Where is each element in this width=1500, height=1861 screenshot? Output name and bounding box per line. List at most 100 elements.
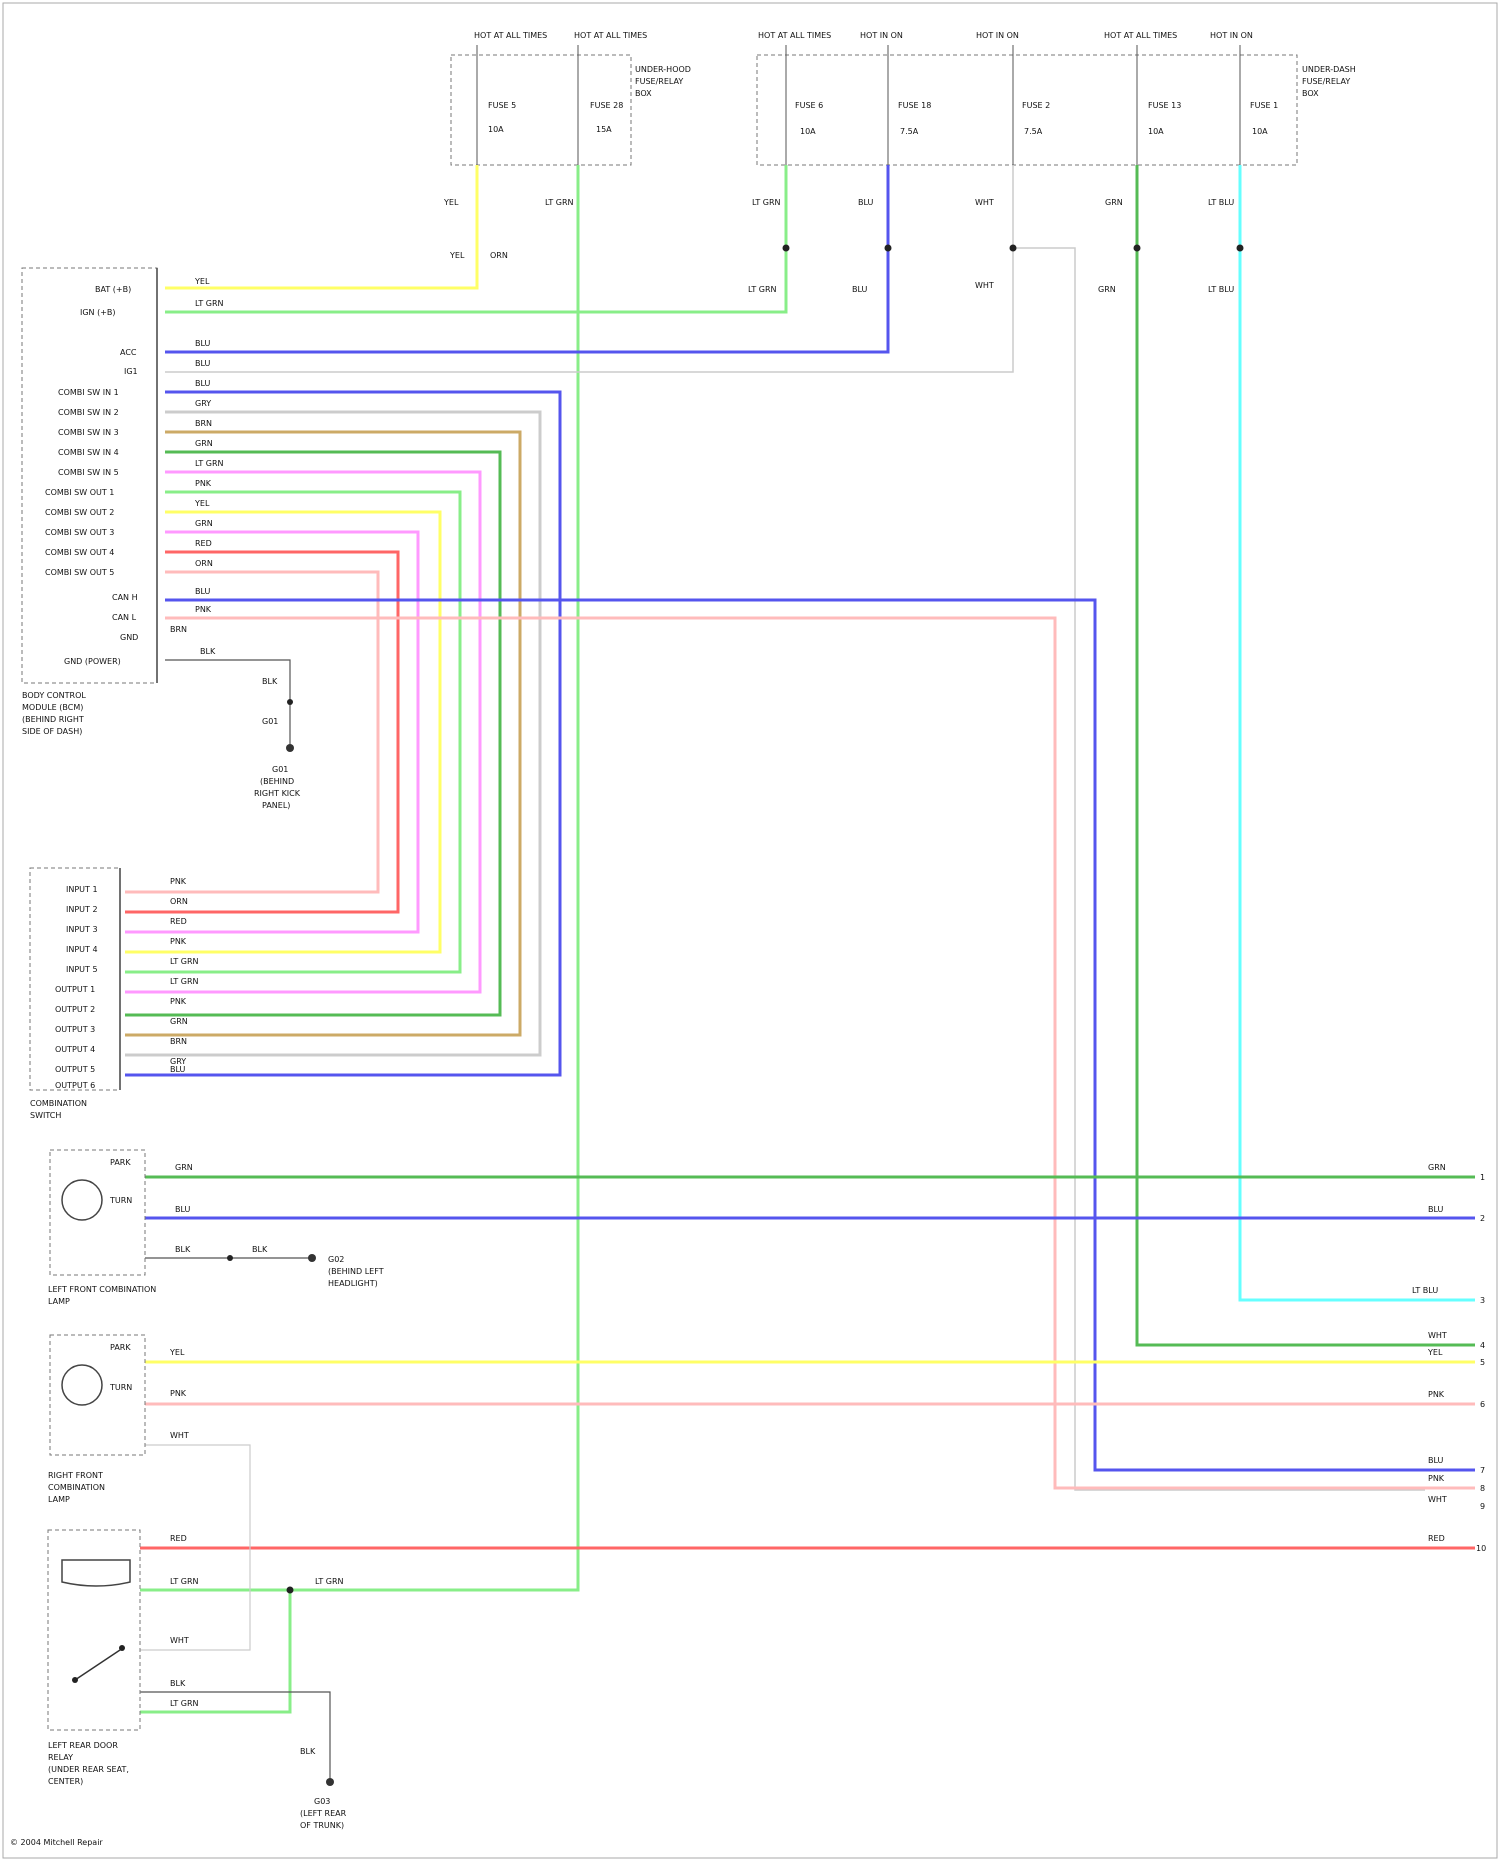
combi-label-2: SWITCH: [30, 1111, 61, 1120]
bcm-pin-4: IG1: [124, 367, 138, 376]
bcm-pin-17: GND: [120, 633, 138, 642]
relay-wire-3: WHT: [170, 1636, 189, 1645]
relay-wire-6: LT GRN: [315, 1577, 344, 1586]
relay-ground-wire: BLK: [300, 1747, 316, 1756]
fuse-box-2-label-2: FUSE/RELAY: [1302, 77, 1350, 86]
wire-white-ig1: [165, 165, 1013, 372]
relay-wire-5: LT GRN: [170, 1699, 199, 1708]
junction-label-yel: YEL: [449, 251, 465, 260]
hot-label-1: HOT AT ALL TIMES: [474, 31, 547, 40]
bcm-pin-2: IGN (+B): [80, 308, 116, 317]
fuse-label-2: FUSE 2: [1022, 101, 1050, 110]
ground-g02-label-1: G02: [328, 1255, 344, 1264]
ground-g01-wire: BLK: [262, 677, 278, 686]
combi-pin-4: INPUT 4: [66, 945, 98, 954]
ground-g01-label-1: G01: [272, 765, 288, 774]
lamp-right-label-2: COMBINATION: [48, 1483, 105, 1492]
combi-wire-11: BLU: [170, 1065, 186, 1074]
combi-outline: [30, 868, 120, 1090]
thin-wires: [140, 660, 330, 1780]
edge-label-7: BLU: [1428, 1456, 1444, 1465]
wire-label-wht: WHT: [975, 198, 994, 207]
lamp-left-bulb-icon: [62, 1180, 102, 1220]
ground-g03-label-3: OF TRUNK): [300, 1821, 344, 1830]
splice-2: [885, 245, 892, 252]
ground-g03-symbol: [326, 1778, 334, 1786]
bcm-pin-5: COMBI SW IN 1: [58, 388, 119, 397]
edge-label-3: LT BLU: [1412, 1286, 1438, 1295]
junction-label-orn: ORN: [490, 251, 508, 260]
bcm-pin-14: COMBI SW OUT 5: [45, 568, 114, 577]
edge-pin-1: 1: [1480, 1173, 1485, 1182]
bcm-wire-7: BRN: [195, 419, 212, 428]
bcm-wire-11: YEL: [194, 499, 210, 508]
edge-label-1: GRN: [1428, 1163, 1446, 1172]
relay-label-4: CENTER): [48, 1777, 83, 1786]
edge-label-5: YEL: [1427, 1348, 1443, 1357]
lamp-right-inner-2: TURN: [109, 1383, 132, 1392]
edge-label-2: BLU: [1428, 1205, 1444, 1214]
lamp-right-label-3: LAMP: [48, 1495, 70, 1504]
bcm-wire-3: BLU: [195, 339, 211, 348]
bcm-wire-14: ORN: [195, 559, 213, 568]
bcm-pin-10: COMBI SW OUT 1: [45, 488, 114, 497]
wire-label-mid-blu: BLU: [852, 285, 868, 294]
wire-label-blu: BLU: [858, 198, 874, 207]
bcm-wire-18: BLK: [200, 647, 216, 656]
splice-relay: [287, 1587, 294, 1594]
bcm-pin-18: GND (POWER): [64, 657, 121, 666]
lamp-left-label-2: LAMP: [48, 1297, 70, 1306]
combi-pin-3: INPUT 3: [66, 925, 98, 934]
bcm-pin-1: BAT (+B): [95, 285, 131, 294]
wire-combi-orange: [125, 572, 378, 892]
fuse-rating-13: 10A: [1148, 127, 1164, 136]
hot-label-6: HOT AT ALL TIMES: [1104, 31, 1177, 40]
lamp-right-wire-3: WHT: [170, 1431, 189, 1440]
wire-lightblue-fuse1: [1240, 165, 1475, 1300]
fuse-box-2-label-3: BOX: [1302, 89, 1319, 98]
fuse-box-2-outline: [757, 55, 1297, 165]
combi-wire-5: LT GRN: [170, 957, 199, 966]
wire-combi-yellow: [125, 512, 440, 952]
lamp-left-ground-wire: BLK: [252, 1245, 268, 1254]
fuse-rating-2: 7.5A: [1024, 127, 1043, 136]
fuse-label-28: FUSE 28: [590, 101, 623, 110]
fuse-rating-5: 10A: [488, 125, 504, 134]
wire-combi-pink: [125, 472, 480, 992]
wire-label-mid-ltgrn: LT GRN: [748, 285, 777, 294]
relay-contact-2: [119, 1645, 125, 1651]
top-wire-labels: YEL LT GRN LT GRN BLU WHT GRN LT BLU YEL…: [443, 198, 1234, 294]
ground-g01-symbol: [286, 744, 294, 752]
bcm-pin-12: COMBI SW OUT 3: [45, 528, 114, 537]
bcm-wire-12: GRN: [195, 519, 213, 528]
ground-g01-wire-2: G01: [262, 717, 278, 726]
splice-lamp-ground: [227, 1255, 233, 1261]
combi-pin-8: OUTPUT 3: [55, 1025, 95, 1034]
wire-relay-lightgreen-2: [140, 1590, 290, 1712]
relay-coil-icon: [62, 1560, 130, 1586]
bcm-wire-6: GRY: [195, 399, 211, 408]
relay-label-3: (UNDER REAR SEAT,: [48, 1765, 129, 1774]
edge-pin-2: 2: [1480, 1214, 1485, 1223]
fuse-rating-1: 10A: [1252, 127, 1268, 136]
lamp-left-inner-1: PARK: [110, 1158, 131, 1167]
relay: RED LT GRN WHT BLK LT GRN LT GRN LEFT RE…: [48, 1530, 347, 1830]
edge-label-9: WHT: [1428, 1495, 1447, 1504]
fuse-box-2-label-1: UNDER-DASH: [1302, 65, 1356, 74]
bcm-label-4: SIDE OF DASH): [22, 727, 82, 736]
hot-label-7: HOT IN ON: [1210, 31, 1253, 40]
ground-g01-label-4: PANEL): [262, 801, 290, 810]
right-edge-connector: GRN BLU LT BLU WHT YEL PNK BLU PNK WHT R…: [1412, 1163, 1486, 1553]
bcm-pin-13: COMBI SW OUT 4: [45, 548, 114, 557]
fuse-box-1-outline: [451, 55, 631, 165]
edge-pin-9: 9: [1480, 1502, 1485, 1511]
bcm-pin-15: CAN H: [112, 593, 138, 602]
wire-green-fuse13: [1137, 165, 1475, 1345]
lamp-right-wire-1: YEL: [169, 1348, 185, 1357]
ground-g01-label-3: RIGHT KICK: [254, 789, 301, 798]
fuse-label-6: FUSE 6: [795, 101, 823, 110]
ground-g03-label-1: G03: [314, 1797, 330, 1806]
combi-wire-2: ORN: [170, 897, 188, 906]
splice-5: [1237, 245, 1244, 252]
